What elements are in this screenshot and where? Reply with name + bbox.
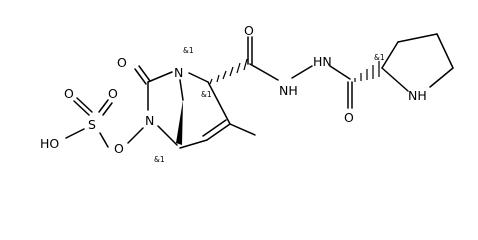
stereo-label-c-alpha: &1 [201,90,212,99]
hashed-bond [354,61,380,82]
bond [206,123,231,141]
stereo-label-proline: &1 [374,53,385,62]
bond [207,81,231,125]
bond [429,67,454,88]
bond [381,41,399,69]
bond [179,79,184,101]
bond [291,65,313,79]
bond [138,65,151,82]
bond [249,63,279,81]
stereo-labels: &1 &1 &1 &1 [154,46,385,164]
bond [65,128,85,139]
atom-labels: O N N O S O O HO O NH HN O NH [40,23,427,156]
molecule-structure: O N N O S O O HO O NH HN O NH &1 &1 &1 &… [40,23,454,164]
bond [147,71,173,83]
bond [134,68,147,85]
atom-label-s: S [88,117,96,132]
bond [102,102,113,116]
bonds [65,33,454,149]
structure-canvas: O N N O S O O HO O NH HN O NH &1 &1 &1 &… [40,23,454,164]
bond [127,127,144,144]
atom-label-nh-pyrrolidine: NH [408,88,427,103]
atom-label-n-bridge: N [174,65,183,80]
wedge-bond [176,100,183,145]
atom-label-oh: HO [40,136,59,151]
atom-label-hn-2: HN [313,54,332,69]
stereo-label-bridgehead: &1 [154,155,165,164]
atom-label-n-urea: N [145,113,154,128]
bond [202,119,227,137]
stereo-label-n-bridge: &1 [183,46,194,55]
bond [188,72,209,83]
bond [381,67,409,92]
bond [179,139,208,149]
bond [329,65,351,80]
atom-label-o-ketone: O [117,55,127,70]
atom-label-o-sulfate-ul: O [64,86,74,101]
bond [229,123,256,136]
bond [436,33,454,69]
atom-label-o-amide-2: O [344,110,354,125]
bond [73,100,90,116]
hashed-bond [209,58,248,85]
bond [157,125,178,146]
atom-label-o-amide-1: O [244,23,254,38]
bond [397,33,438,43]
atom-label-o-sulfate-ur: O [108,86,118,101]
atom-label-o-ring: O [114,141,124,156]
bond [99,132,109,148]
bond [98,99,109,113]
bond [76,97,93,113]
atom-label-nh-1: NH [279,83,298,98]
